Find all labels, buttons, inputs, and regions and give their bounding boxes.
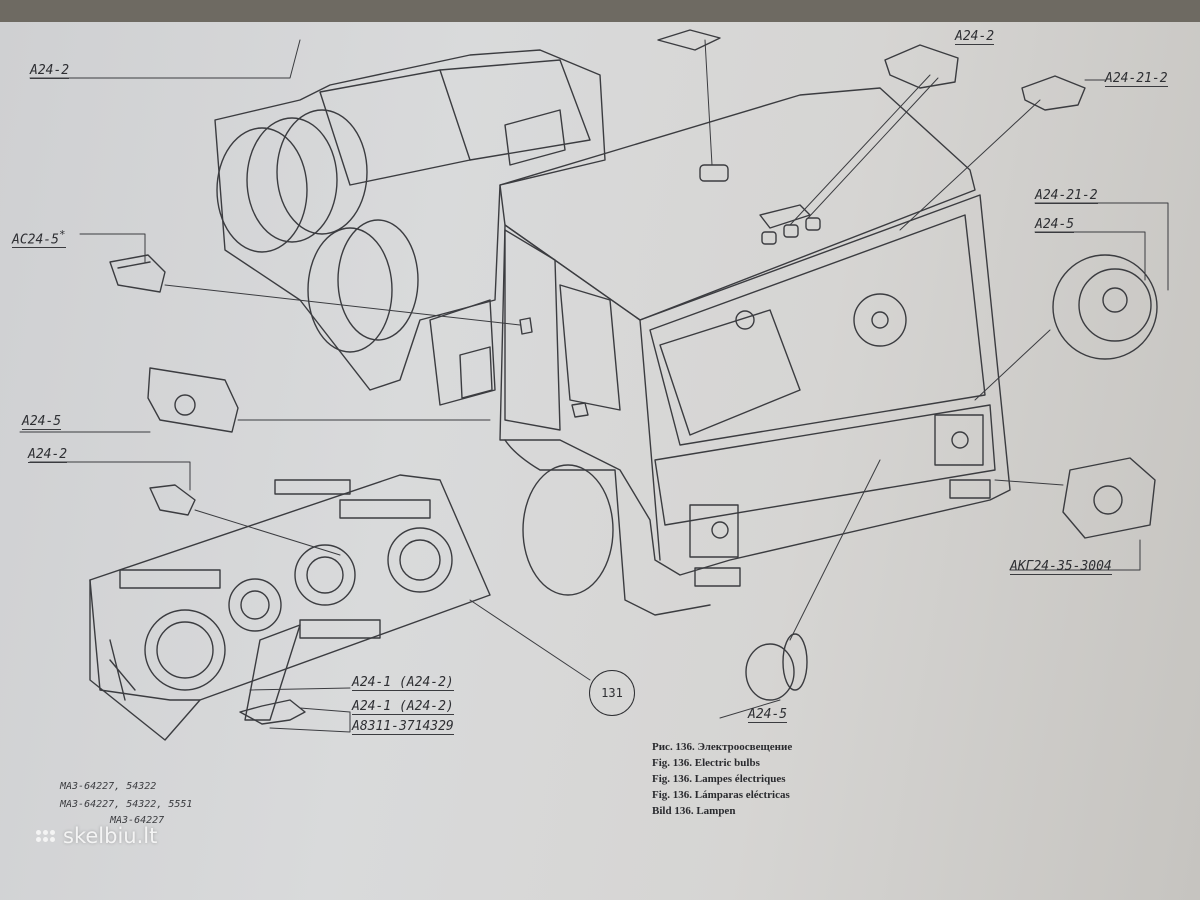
label-left-lower: A24-2: [28, 447, 68, 463]
label-top-center: A24-2: [955, 29, 995, 45]
label-left-mid: A24-5: [22, 414, 62, 430]
label-ac-left: AC24-5*: [12, 228, 66, 249]
label-right-bottom: AKГ24-35-3004: [1010, 559, 1112, 575]
label-top-left: A24-2: [30, 63, 70, 79]
lamp-parts: [109, 29, 1158, 725]
label-top-right: A24-21-2: [1105, 71, 1168, 87]
label-bottom-center: A24-5: [748, 707, 788, 723]
note-line-3: МАЗ-64227: [110, 815, 165, 826]
label-panel-2: A24-1 (A24-2): [352, 699, 454, 715]
cargo-body: [214, 49, 606, 406]
caption-line-2: Fig. 136. Electric bulbs: [652, 757, 760, 769]
label-panel-1: A24-1 (A24-2): [352, 675, 454, 691]
note-line-2: МАЗ-64227, 54322, 5551: [60, 799, 193, 810]
caption-line-3: Fig. 136. Lampes électriques: [652, 773, 786, 785]
caption-line-1: Рис. 136. Электроосвещение: [652, 741, 793, 753]
leader-lines: [19, 39, 1169, 733]
caption-line-5: Bild 136. Lampen: [652, 805, 736, 817]
label-panel-3: A8311-3714329: [352, 719, 454, 735]
caption-line-4: Fig. 136. Lámparas eléctricas: [652, 789, 790, 801]
truck-cab: [499, 87, 1011, 616]
paper-sheet: [0, 22, 1200, 900]
label-right-1: A24-21-2: [1035, 188, 1098, 204]
label-ac-left-text: AC24-5: [12, 232, 59, 248]
label-ac-left-star: *: [58, 228, 66, 241]
watermark: skelbiu.lt: [36, 824, 157, 848]
watermark-text: skelbiu.lt: [63, 824, 158, 848]
note-line-1: МАЗ-64227, 54322: [60, 781, 157, 792]
label-right-2: A24-5: [1035, 217, 1075, 233]
instrument-cluster: [89, 474, 491, 741]
callout-circle: 131: [589, 670, 635, 716]
watermark-dots-icon: [36, 830, 55, 842]
